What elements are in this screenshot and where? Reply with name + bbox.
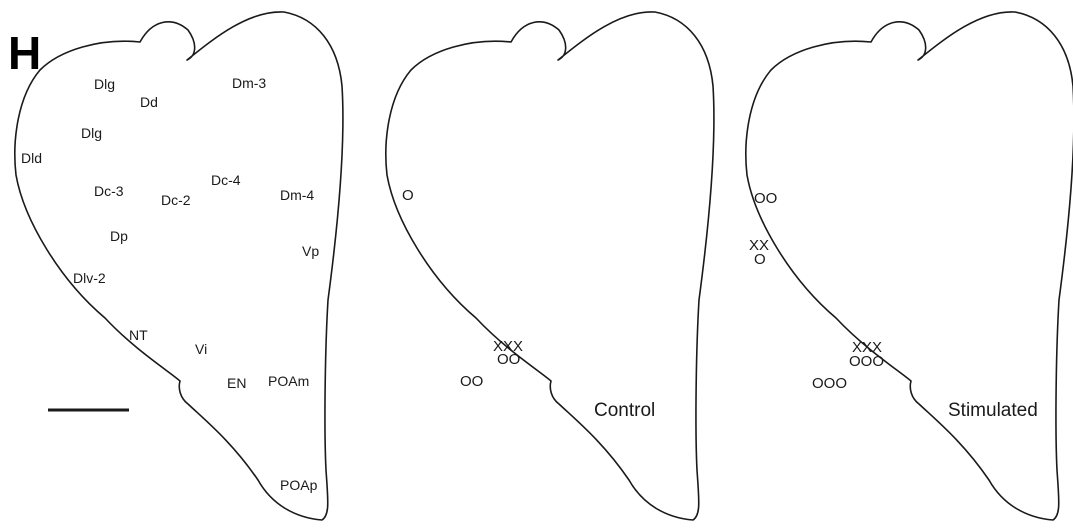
control-mark-cluster-o: OO (497, 351, 520, 368)
brain-outline-control (386, 12, 714, 520)
region-label-dc2: Dc-2 (161, 192, 191, 208)
region-label-dlg-mid: Dlg (81, 125, 102, 141)
region-label-dc4: Dc-4 (211, 172, 241, 188)
panel-letter: H (8, 27, 41, 79)
region-label-dld: Dld (21, 150, 42, 166)
annotated-section: H Dlg Dd Dm-3 Dlg Dld Dc-3 Dc-2 Dc-4 Dm-… (8, 12, 343, 520)
region-label-dc3: Dc-3 (94, 183, 124, 199)
region-label-vi: Vi (195, 341, 207, 357)
region-label-dd: Dd (140, 94, 158, 110)
brain-outline-stimulated (746, 12, 1073, 520)
stimulated-mark-lower-o: OOO (812, 375, 847, 392)
control-section: O XXX OO OO (386, 12, 714, 520)
region-label-poap: POAp (280, 477, 318, 493)
control-mark-dorsal: O (402, 187, 414, 204)
region-label-dlg-top: Dlg (94, 76, 115, 92)
region-label-poam: POAm (268, 373, 309, 389)
control-mark-lower-o: OO (460, 373, 483, 390)
region-label-dp: Dp (110, 228, 128, 244)
stimulated-mark-cluster-o: OOO (849, 353, 884, 370)
stimulated-label: Stimulated (948, 400, 1038, 421)
region-label-dm3: Dm-3 (232, 75, 266, 91)
region-label-nt: NT (129, 327, 148, 343)
region-label-en: EN (227, 375, 246, 391)
brain-outline-left (15, 12, 343, 520)
stimulated-mark-dorsal-o: OO (754, 190, 777, 207)
stimulated-section: OO XX O XXX OOO OOO (746, 12, 1073, 520)
stimulated-mark-mid-o: O (754, 251, 766, 268)
control-label: Control (594, 400, 655, 421)
region-label-dm4: Dm-4 (280, 187, 314, 203)
region-label-vp: Vp (302, 243, 319, 259)
region-label-dlv2: Dlv-2 (73, 270, 106, 286)
